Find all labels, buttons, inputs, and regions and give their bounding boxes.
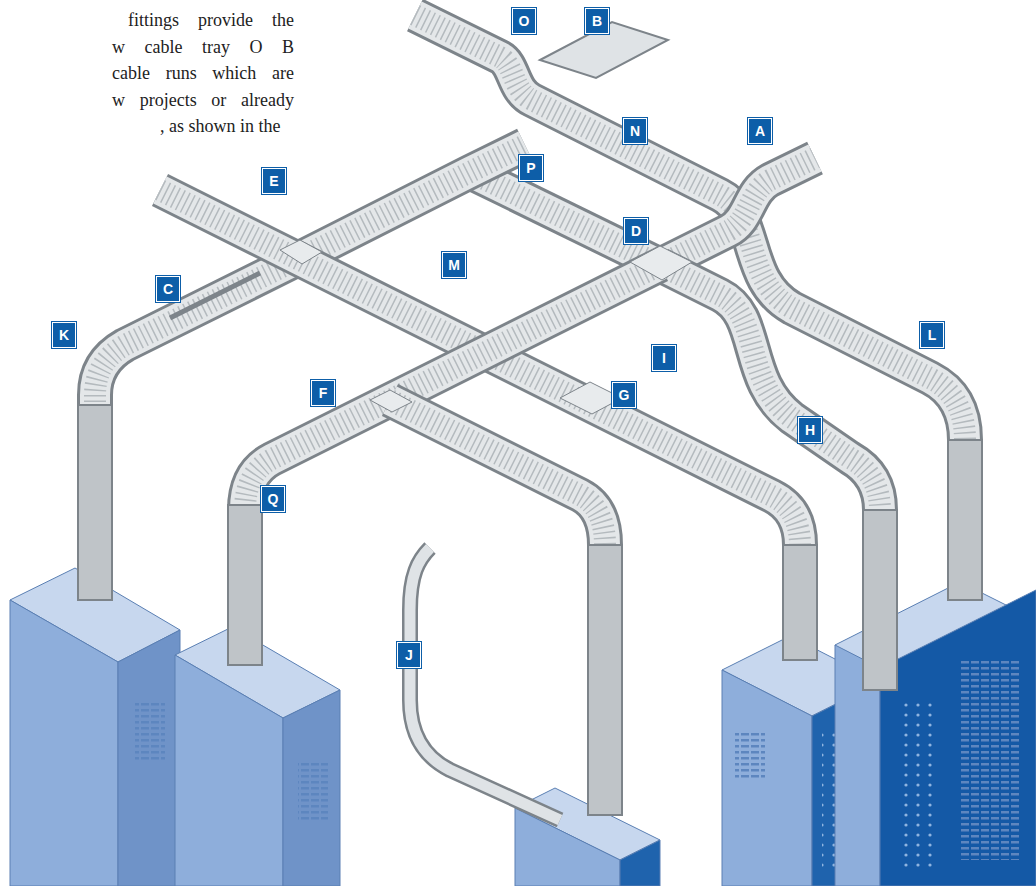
vertical-drop <box>588 545 622 815</box>
tray-edge <box>660 158 815 265</box>
tee-fitting <box>370 390 412 412</box>
tray-bottom <box>410 548 560 820</box>
callout-letter: M <box>442 252 466 278</box>
callout-letter: P <box>519 155 543 181</box>
callout-letter: J <box>397 642 421 668</box>
body-text: cable runs which are <box>112 62 294 84</box>
cabinet-face <box>515 808 620 886</box>
tray-perforation <box>470 172 660 265</box>
vent <box>135 700 165 760</box>
callout-letter: H <box>798 417 822 443</box>
callout-letter: K <box>52 322 76 348</box>
tray-perforation <box>660 265 880 690</box>
callout-letter: C <box>156 276 180 302</box>
callout-letter: O <box>512 8 536 34</box>
tray-edge <box>660 265 880 690</box>
body-text: w cable tray O B <box>112 36 294 58</box>
cross-fitting <box>280 240 322 264</box>
body-text: w projects or already <box>112 89 294 111</box>
callout-letter: G <box>612 382 636 408</box>
cabinet-side <box>118 630 180 886</box>
vertical-drop <box>948 440 982 600</box>
cross-fitting <box>630 246 692 280</box>
cabinet-front <box>880 590 1036 886</box>
vertical-drop <box>863 510 897 690</box>
tray-run <box>660 265 880 690</box>
cabinet-side <box>283 690 340 886</box>
vertical-drop <box>228 505 262 665</box>
cabinet <box>722 636 880 886</box>
tray-run <box>660 158 815 265</box>
callout-letter: F <box>311 380 335 406</box>
callout-letter: Q <box>261 486 285 512</box>
cabinet-face <box>722 670 812 886</box>
tray-edge <box>410 548 560 820</box>
cabinet <box>10 568 180 886</box>
vent <box>735 730 765 780</box>
cabinet-face <box>10 600 118 886</box>
callout-letter: N <box>623 118 647 144</box>
vent <box>298 760 328 820</box>
callout-letter: B <box>585 8 609 34</box>
divider-strip <box>170 273 260 318</box>
vent <box>960 660 1020 860</box>
callout-letter: A <box>748 118 772 144</box>
callout-letter: I <box>652 345 676 371</box>
tray-edge <box>470 172 660 265</box>
tray-bottom <box>660 158 815 265</box>
tray-run-narrow <box>410 548 560 820</box>
callout-letter: D <box>624 218 648 244</box>
body-text: fittings provide the <box>128 9 294 31</box>
cabinet-face <box>175 655 283 886</box>
callout-letter: E <box>262 168 286 194</box>
cabinet-side <box>620 840 660 886</box>
body-text: , as shown in the <box>160 115 300 137</box>
tray-bottom <box>470 172 660 265</box>
callout-letter: L <box>920 322 944 348</box>
tray-perforation <box>660 158 815 265</box>
vertical-drop <box>783 545 817 660</box>
tray-bottom <box>660 265 880 690</box>
perforation <box>900 700 940 870</box>
vertical-drop <box>78 405 112 600</box>
tray-run <box>470 172 660 265</box>
